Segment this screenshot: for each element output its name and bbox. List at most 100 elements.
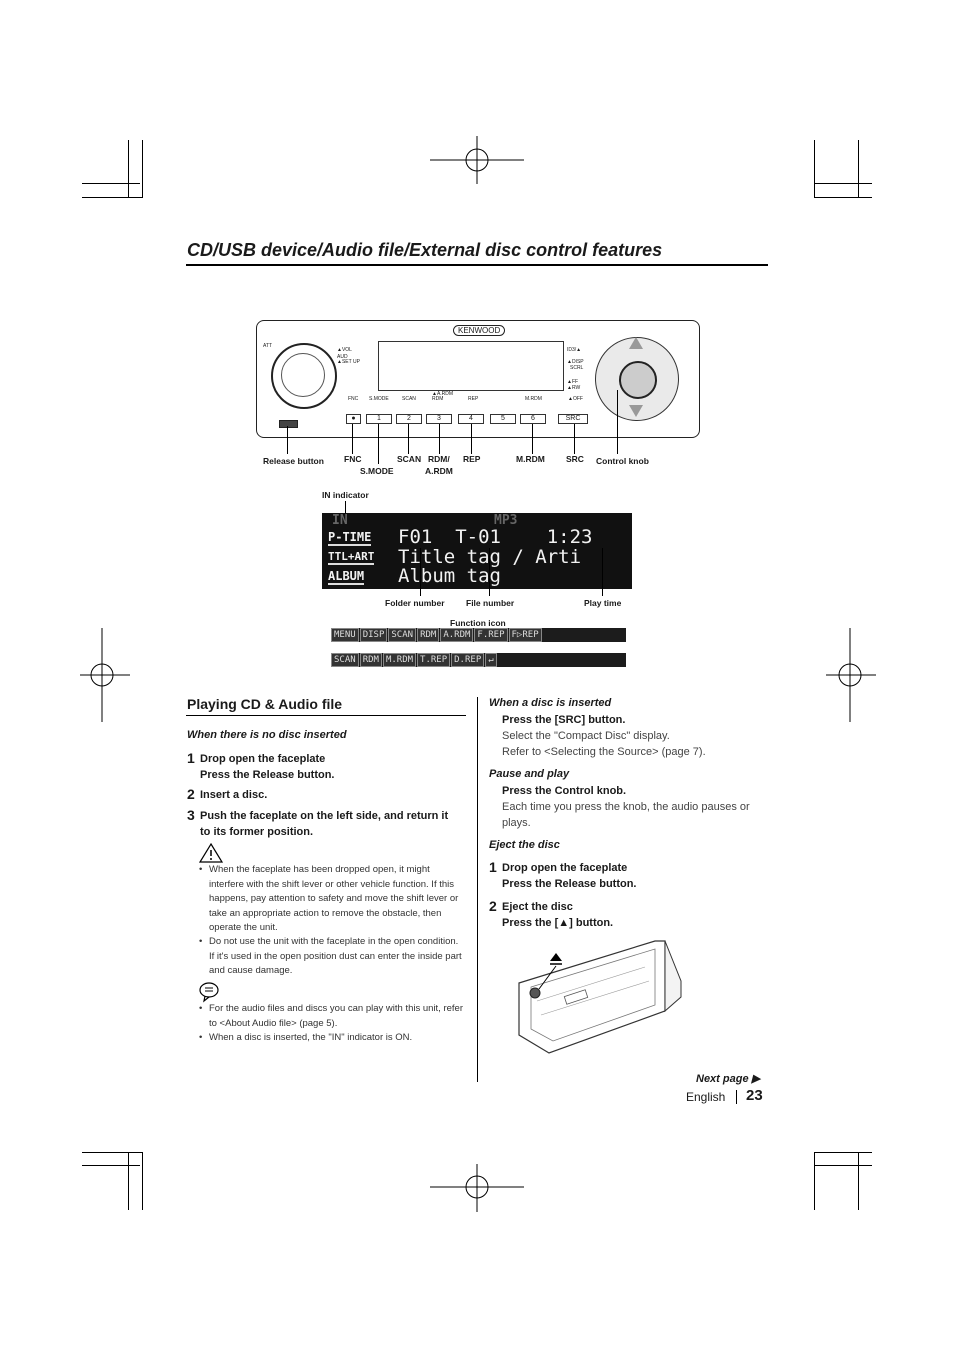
func-trep: T.REP [417, 653, 451, 667]
release-button[interactable] [279, 420, 298, 428]
src-button[interactable]: SRC [558, 414, 588, 424]
preset-button-6[interactable]: 6 [520, 414, 546, 424]
leader-src [574, 424, 575, 454]
func-return-icon: ↵ [485, 653, 497, 667]
leader-mrdm [532, 424, 533, 454]
subheading-eject: Eject the disc [489, 839, 560, 851]
inserted-text-1: Select the "Compact Disc" display. [502, 730, 670, 742]
leader-time [602, 548, 603, 596]
preset-button-2[interactable]: 2 [396, 414, 422, 424]
callout-file-number: File number [466, 598, 515, 608]
step-1-line2: Press the Release button. [200, 769, 335, 781]
leader-in [345, 501, 346, 517]
unit-brand: KENWOOD [453, 325, 506, 336]
step-1-number: 1 [187, 750, 195, 766]
registration-mark-bottom [430, 1164, 524, 1212]
callout-ardm: A.RDM [425, 466, 453, 476]
eject-step-1-line2: Press the Release button. [502, 878, 637, 890]
func-drep: D.REP [451, 653, 485, 667]
control-knob-center [619, 361, 657, 399]
subheading-pause-play: Pause and play [489, 768, 570, 780]
warning-text-2: Do not use the unit with the faceplate i… [209, 936, 462, 976]
lcd-ptime-label: P-TIME [328, 530, 372, 546]
registration-mark-right [826, 628, 876, 722]
panel-label-vol: ▲VOL [337, 347, 352, 353]
pause-step: Press the Control knob. [502, 785, 627, 797]
leader-fnc [352, 424, 353, 454]
note-bullet-1: • For the audio files and discs you can … [199, 1002, 465, 1031]
next-page-link[interactable]: Next page ▶ [696, 1073, 761, 1085]
display-window [378, 341, 564, 391]
inserted-text-2: Refer to <Selecting the Source> (page 7)… [502, 746, 706, 758]
func-frep-2: F▷REP [508, 628, 542, 642]
section-title: Playing CD & Audio file [187, 696, 343, 712]
panel-label-att: ATT [263, 343, 273, 349]
knob-up-arrow-icon [629, 337, 643, 349]
func-scan: SCAN [388, 628, 417, 642]
step-3-number: 3 [187, 807, 195, 823]
preset-button-1[interactable]: 1 [366, 414, 392, 424]
note-icon [199, 982, 219, 1003]
lcd-mp3-indicator: MP3 [494, 513, 518, 528]
column-divider [477, 697, 478, 1082]
lcd-row-title: Title tag / Arti [398, 546, 582, 568]
footer-divider [736, 1090, 737, 1104]
panel-label-disp: ▲DISP [567, 359, 584, 365]
subheading-no-disc: When there is no disc inserted [187, 729, 347, 741]
callout-scan: SCAN [397, 454, 422, 464]
panel-label-id3: ID3/▲ [567, 347, 582, 353]
panel-label-smode: S.MODE [369, 396, 389, 402]
step-3-line1: Push the faceplate on the left side, and… [200, 810, 449, 822]
note-bullet-2: • When a disc is inserted, the "IN" indi… [199, 1031, 465, 1046]
callout-folder-number: Folder number [385, 598, 445, 608]
inserted-step: Press the [SRC] button. [502, 714, 626, 726]
fnc-button[interactable]: ● [346, 414, 361, 424]
preset-button-3[interactable]: 3 [426, 414, 452, 424]
callout-in-indicator: IN indicator [322, 490, 369, 500]
pause-text: Each time you press the knob, the audio … [502, 801, 750, 829]
leader-folder [420, 548, 421, 596]
eject-step-2-line1: Eject the disc [502, 901, 573, 913]
preset-button-5[interactable]: 5 [490, 414, 516, 424]
leader-smode [378, 424, 379, 464]
panel-label-off: ▲OFF [568, 396, 583, 402]
callout-fnc: FNC [344, 454, 362, 464]
func-ardm: A.RDM [440, 628, 474, 642]
panel-label-setup: ▲SET UP [337, 359, 360, 365]
panel-label-aud: AUD [337, 354, 348, 360]
note-text-2: When a disc is inserted, the "IN" indica… [209, 1032, 413, 1043]
registration-mark-top [430, 136, 524, 184]
lcd-ttl-art-label: TTL+ART [328, 550, 375, 565]
func-scan-2: SCAN [331, 653, 359, 667]
panel-label-rep: REP [468, 396, 479, 402]
leader-rep [471, 424, 472, 454]
note-text-1: For the audio files and discs you can pl… [209, 1003, 463, 1029]
func-frep: F.REP [474, 628, 508, 642]
registration-mark-left [80, 628, 130, 722]
leader-knob [617, 390, 618, 454]
func-rdm: RDM [417, 628, 440, 642]
function-bar-1: MENU DISP SCAN RDM A.RDM F.REP F▷REP [331, 628, 626, 642]
callout-release-button: Release button [263, 456, 324, 466]
func-menu: MENU [331, 628, 359, 642]
func-mrdm: M.RDM [382, 653, 417, 667]
callout-smode: S.MODE [360, 466, 394, 476]
eject-step-1-line1: Drop open the faceplate [502, 862, 628, 874]
callout-play-time: Play time [584, 598, 622, 608]
page-title: CD/USB device/Audio file/External disc c… [187, 240, 663, 260]
eject-step-2-line2: Press the [▲] button. [502, 917, 614, 929]
section-rule [186, 715, 466, 716]
warning-text-1: When the faceplate has been dropped open… [209, 864, 459, 933]
leader-scan [408, 424, 409, 454]
step-3-line2: to its former position. [200, 826, 314, 838]
callout-function-icon: Function icon [450, 618, 506, 628]
panel-label-mrdm: M.RDM [525, 396, 542, 402]
warning-bullet-2: • Do not use the unit with the faceplate… [199, 935, 465, 979]
eject-step-1-number: 1 [489, 859, 497, 875]
panel-label-scrl: SCRL [570, 365, 584, 371]
callout-rep: REP [463, 454, 481, 464]
volume-knob-inner [281, 353, 325, 397]
eject-step-2-number: 2 [489, 898, 497, 914]
leader-rdm [439, 424, 440, 454]
preset-button-4[interactable]: 4 [458, 414, 484, 424]
